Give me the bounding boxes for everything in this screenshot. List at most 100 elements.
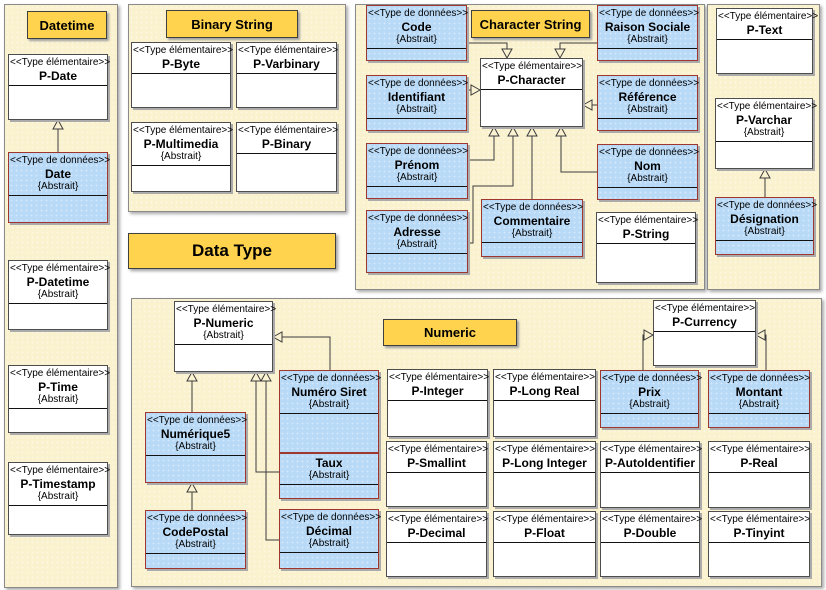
generalization-codepostal-to-numerique5[interactable]: [186, 481, 198, 510]
generalization-decimal-to-p-numeric[interactable]: [260, 370, 279, 541]
class-p-byte[interactable]: <<Type élémentaire>>P-Byte: [131, 42, 233, 108]
package-title-label: Datetime: [39, 17, 95, 33]
abstract-constraint: {Abstrait}: [308, 399, 350, 410]
class-numero-siret[interactable]: <<Type de données>>Numéro Siret{Abstrait…: [279, 370, 381, 453]
attributes-compartment: [132, 166, 230, 191]
class-adresse[interactable]: <<Type de données>>Adresse{Abstrait}: [366, 210, 468, 273]
class-header: <<Type de données>>Identifiant{Abstrait}: [367, 76, 469, 119]
class-p-currency[interactable]: <<Type élémentaire>>P-Currency: [653, 300, 756, 366]
class-name: P-String: [622, 227, 670, 241]
class-header: <<Type de données>>Code{Abstrait}: [367, 6, 468, 49]
generalization-date-to-p-date[interactable]: [52, 118, 64, 152]
class-p-multimedia[interactable]: <<Type élémentaire>>P-Multimedia{Abstrai…: [131, 122, 233, 192]
abstract-constraint: {Abstrait}: [396, 34, 437, 45]
class-date[interactable]: <<Type de données>>Date{Abstrait}: [8, 152, 111, 223]
generalization-raison-sociale-to-p-character[interactable]: [554, 42, 597, 60]
class-name: Désignation: [730, 212, 799, 226]
attributes-compartment: [481, 90, 582, 126]
class-p-tinyint[interactable]: <<Type élémentaire>>P-Tinyint: [708, 511, 810, 577]
package-title-numeric[interactable]: Numeric: [383, 319, 517, 346]
class-p-decimal[interactable]: <<Type élémentaire>>P-Decimal: [386, 511, 489, 577]
class-name: P-Datetime: [26, 275, 90, 289]
package-title-character-string[interactable]: Character String: [471, 10, 590, 38]
stereotype-label: <<Type élémentaire>>: [710, 444, 811, 455]
class-p-binary[interactable]: <<Type élémentaire>>P-Binary: [236, 122, 338, 192]
class-taux[interactable]: Taux{Abstrait}: [279, 453, 379, 499]
class-header: <<Type élémentaire>>P-Text: [717, 9, 819, 40]
class-p-date[interactable]: <<Type élémentaire>>P-Date: [8, 54, 110, 120]
class-p-datetime[interactable]: <<Type élémentaire>>P-Datetime{Abstrait}: [8, 260, 111, 330]
class-raison-sociale[interactable]: <<Type de données>>Raison Sociale{Abstra…: [597, 5, 699, 61]
class-p-text[interactable]: <<Type élémentaire>>P-Text: [716, 8, 819, 74]
abstract-constraint: {Abstrait}: [175, 539, 216, 550]
class-name: Décimal: [305, 524, 353, 538]
class-reference[interactable]: <<Type de données>>Référence{Abstrait}: [597, 75, 699, 131]
class-p-varbinary[interactable]: <<Type élémentaire>>P-Varbinary: [236, 42, 338, 108]
class-montant[interactable]: <<Type de données>>Montant{Abstrait}: [708, 370, 810, 428]
class-prenom[interactable]: <<Type de données>>Prénom{Abstrait}: [366, 143, 468, 199]
generalization-nom-to-p-character[interactable]: [555, 125, 597, 173]
abstract-constraint: {Abstrait}: [37, 181, 79, 192]
attributes-compartment: [367, 119, 466, 130]
package-title-binary-string[interactable]: Binary String: [166, 10, 298, 38]
generalization-prenom-to-p-character[interactable]: [468, 125, 500, 161]
class-codepostal[interactable]: <<Type de données>>CodePostal{Abstrait}: [145, 510, 247, 569]
class-name: Prénom: [394, 158, 440, 172]
class-identifiant[interactable]: <<Type de données>>Identifiant{Abstrait}: [366, 75, 469, 131]
class-p-string[interactable]: <<Type élémentaire>>P-String: [596, 212, 699, 283]
class-commentaire[interactable]: <<Type de données>>Commentaire{Abstrait}: [481, 199, 583, 257]
generalization-prix-to-p-currency[interactable]: [642, 329, 655, 370]
generalization-taux-to-p-numeric[interactable]: [250, 370, 279, 473]
generalization-commentaire-to-p-character[interactable]: [526, 125, 538, 199]
class-p-time[interactable]: <<Type élémentaire>>P-Time{Abstrait}: [8, 365, 110, 433]
class-header: Taux{Abstrait}: [280, 454, 378, 485]
class-p-integer[interactable]: <<Type élémentaire>>P-Integer: [387, 369, 489, 437]
class-name: P-Varchar: [735, 113, 793, 127]
generalization-numerique5-to-p-numeric[interactable]: [186, 370, 198, 412]
class-p-autoidentifier[interactable]: <<Type élémentaire>>P-AutoIdentifier: [600, 441, 702, 508]
class-nom[interactable]: <<Type de données>>Nom{Abstrait}: [597, 144, 699, 200]
generalization-code-to-p-character[interactable]: [467, 42, 513, 60]
class-decimal[interactable]: <<Type de données>>Décimal{Abstrait}: [279, 509, 381, 569]
class-code[interactable]: <<Type de données>>Code{Abstrait}: [366, 5, 468, 61]
class-p-character[interactable]: <<Type élémentaire>>P-Character: [480, 58, 583, 127]
class-header: <<Type de données>>Numérique5{Abstrait}: [146, 413, 248, 456]
class-p-numeric[interactable]: <<Type élémentaire>>P-Numeric{Abstrait}: [174, 301, 276, 372]
stereotype-label: <<Type élémentaire>>: [10, 263, 111, 274]
package-title-datetime[interactable]: Datetime: [27, 11, 107, 39]
class-p-varchar[interactable]: <<Type élémentaire>>P-Varchar{Abstrait}: [715, 98, 817, 169]
generalization-designation-to-p-varchar[interactable]: [759, 167, 771, 197]
abstract-constraint: {Abstrait}: [308, 470, 350, 481]
class-header: <<Type élémentaire>>P-Tinyint: [709, 512, 810, 543]
attributes-compartment: [9, 304, 107, 329]
attributes-compartment: [280, 414, 378, 452]
class-p-smallint[interactable]: <<Type élémentaire>>P-Smallint: [386, 441, 488, 507]
class-p-float[interactable]: <<Type élémentaire>>P-Float: [493, 511, 596, 577]
attributes-compartment: [9, 86, 107, 119]
abstract-constraint: {Abstrait}: [37, 289, 79, 300]
attributes-compartment: [237, 154, 336, 191]
attributes-compartment: [387, 543, 486, 576]
stereotype-label: <<Type élémentaire>>: [388, 514, 489, 525]
generalization-numero-siret-to-p-numeric[interactable]: [271, 331, 331, 370]
class-p-double[interactable]: <<Type élémentaire>>P-Double: [600, 511, 702, 577]
class-prix[interactable]: <<Type de données>>Prix{Abstrait}: [600, 370, 702, 428]
class-p-long-integer[interactable]: <<Type élémentaire>>P-Long Integer: [493, 441, 596, 507]
class-p-long-real[interactable]: <<Type élémentaire>>P-Long Real: [493, 369, 596, 437]
stereotype-label: <<Type élémentaire>>: [718, 11, 819, 22]
stereotype-label: <<Type de données>>: [10, 155, 111, 166]
diagram-title-data-type[interactable]: Data Type: [128, 233, 336, 269]
stereotype-label: <<Type élémentaire>>: [598, 215, 699, 226]
class-numerique5[interactable]: <<Type de données>>Numérique5{Abstrait}: [145, 412, 248, 483]
generalization-identifiant-to-p-character[interactable]: [467, 84, 482, 96]
class-name: Date: [44, 167, 71, 181]
class-p-timestamp[interactable]: <<Type élémentaire>>P-Timestamp{Abstrait…: [8, 462, 110, 535]
generalization-montant-to-p-currency[interactable]: [754, 329, 767, 370]
generalization-adresse-to-p-character[interactable]: [468, 125, 519, 244]
abstract-constraint: {Abstrait}: [203, 330, 244, 341]
class-designation[interactable]: <<Type de données>>Désignation{Abstrait}: [715, 197, 817, 255]
stereotype-label: <<Type de données>>: [147, 415, 248, 426]
generalization-reference-to-p-character[interactable]: [581, 99, 597, 111]
stereotype-label: <<Type de données>>: [368, 78, 469, 89]
class-p-real[interactable]: <<Type élémentaire>>P-Real: [708, 441, 810, 508]
